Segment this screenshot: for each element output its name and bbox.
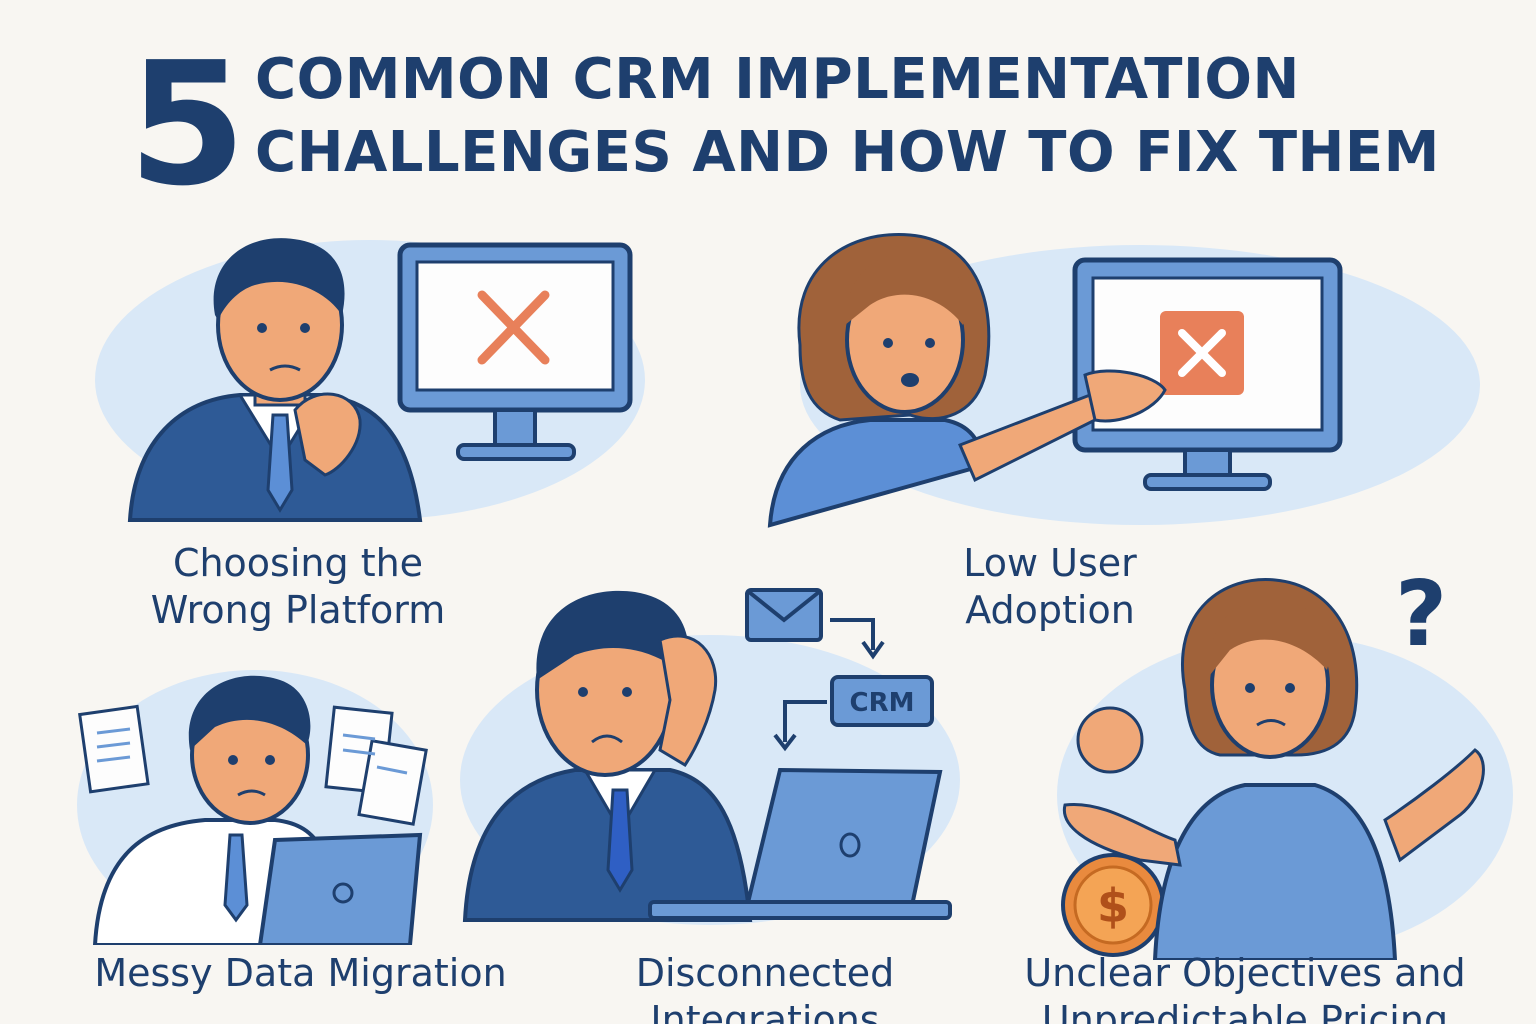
- title-number: 5: [128, 26, 247, 224]
- label-wrong-platform-line1: Choosing the: [172, 541, 424, 585]
- question-mark: ?: [1395, 562, 1447, 667]
- label-pricing-line2: Unpredictable Pricing: [1041, 998, 1449, 1024]
- scene-data-migration: [75, 655, 435, 945]
- crm-badge-label: CRM: [850, 688, 915, 718]
- label-pricing-line1: Unclear Objectives and: [1024, 951, 1466, 995]
- label-data-migration: Messy Data Migration: [78, 950, 523, 997]
- label-integrations-line1: Disconnected: [635, 951, 895, 995]
- x-mark-icon: [1160, 311, 1244, 395]
- scene-low-adoption: [760, 225, 1480, 530]
- laptop-icon: [648, 767, 952, 920]
- scene-pricing: ? $: [1045, 560, 1515, 960]
- x-mark-icon: [477, 290, 550, 365]
- woman-pointing-figure: [767, 233, 1167, 528]
- arrow-icon: [830, 618, 885, 660]
- label-integrations: Disconnected Integrations: [585, 950, 945, 1024]
- coin-symbol: $: [1097, 879, 1129, 933]
- label-low-adoption-line2: Adoption: [965, 588, 1135, 632]
- title-line-1: COMMON CRM IMPLEMENTATION: [255, 47, 1300, 112]
- label-data-migration-line1: Messy Data Migration: [94, 951, 507, 995]
- confused-woman-figure: [1062, 578, 1485, 960]
- label-low-adoption-line1: Low User: [963, 541, 1137, 585]
- document-icon: [324, 705, 428, 826]
- overwhelmed-man-figure: [462, 590, 753, 922]
- crm-badge: CRM: [830, 675, 934, 727]
- label-wrong-platform-line2: Wrong Platform: [150, 588, 446, 632]
- scene-integrations: CRM: [455, 580, 965, 930]
- title-line-2: CHALLENGES AND HOW TO FIX THEM: [255, 120, 1440, 185]
- envelope-icon: [745, 588, 823, 642]
- worried-man-figure: [127, 238, 423, 522]
- coin-icon: $: [1061, 853, 1165, 957]
- scene-wrong-platform: [90, 220, 650, 530]
- coin-icon: [1076, 706, 1144, 774]
- label-integrations-line2: Integrations: [650, 998, 880, 1024]
- document-icon: [78, 704, 150, 794]
- label-low-adoption: Low User Adoption: [900, 540, 1200, 634]
- question-icon: ?: [1395, 562, 1447, 667]
- laptop-icon: [257, 832, 423, 945]
- label-wrong-platform: Choosing the Wrong Platform: [148, 540, 448, 634]
- label-pricing: Unclear Objectives and Unpredictable Pri…: [1000, 950, 1490, 1024]
- arrow-icon: [773, 700, 827, 752]
